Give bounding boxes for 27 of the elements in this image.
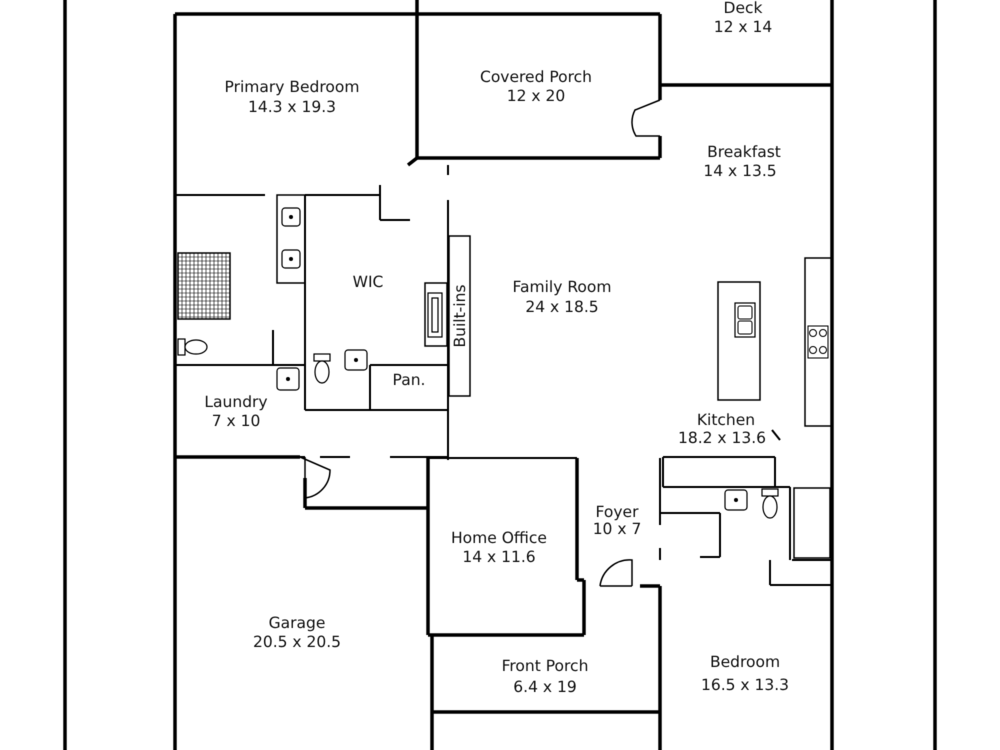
room-name: WIC — [352, 273, 384, 291]
room-name: Laundry — [204, 393, 268, 411]
room-name: Breakfast — [707, 143, 781, 161]
room-dimensions: 14.3 x 19.3 — [248, 98, 336, 116]
room-dimensions: 24 x 18.5 — [525, 298, 599, 316]
room-dimensions: 12 x 20 — [506, 87, 566, 105]
room-name: Foyer — [596, 503, 638, 521]
room-name: Covered Porch — [480, 68, 592, 86]
room-name: Garage — [268, 614, 326, 632]
room-name: Kitchen — [696, 411, 756, 429]
room-name: Family Room — [512, 278, 612, 296]
room-name: Pan. — [392, 371, 426, 389]
room-dimensions: 7 x 10 — [212, 412, 260, 430]
room-dimensions: 20.5 x 20.5 — [252, 633, 342, 651]
room-dimensions: 6.4 x 19 — [513, 678, 577, 696]
room-name: Bedroom — [710, 653, 780, 671]
room-dimensions: 18.2 x 13.6 — [678, 429, 766, 447]
room-dimensions: 10 x 7 — [592, 520, 642, 538]
room-dimensions: 16.5 x 13.3 — [700, 676, 790, 694]
room-name: Deck — [724, 0, 762, 17]
room-name: Front Porch — [502, 657, 588, 675]
room-name: Built-ins — [451, 284, 469, 348]
room-name: Primary Bedroom — [224, 78, 360, 96]
room-dimensions: 14 x 13.5 — [703, 162, 777, 180]
room-name: Home Office — [451, 529, 547, 547]
room-dimensions: 12 x 14 — [714, 18, 772, 36]
room-dimensions: 14 x 11.6 — [462, 548, 536, 566]
